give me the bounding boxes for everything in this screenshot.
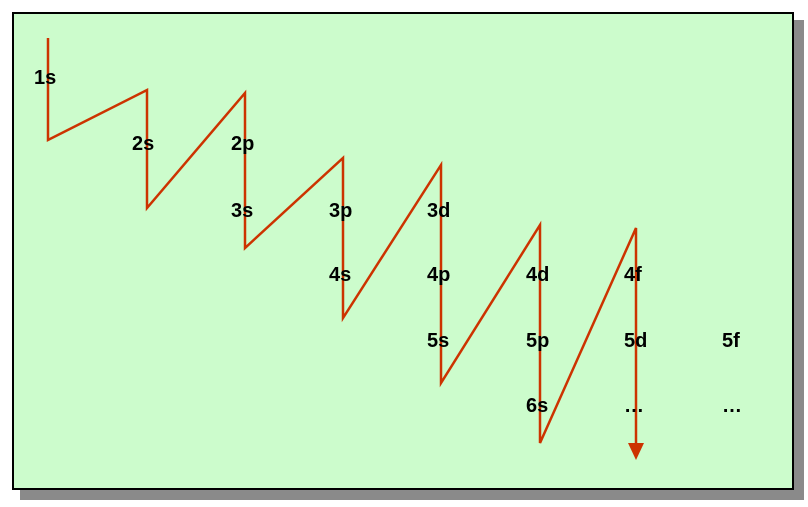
orbital-label-5s: 5s (427, 330, 449, 352)
orbital-label-3p: 3p (329, 200, 352, 222)
orbital-label-3s: 3s (231, 200, 253, 222)
orbital-label-5f: 5f (722, 330, 740, 352)
orbital-label-3d: 3d (427, 200, 450, 222)
orbital-label-4d: 4d (526, 264, 549, 286)
orbital-label-2s: 2s (132, 133, 154, 155)
filling-order-zigzag-line (46, 38, 638, 445)
orbital-label-5p: 5p (526, 330, 549, 352)
orbital-label-ellipsis-2: … (722, 395, 742, 417)
orbital-label-4f: 4f (624, 264, 642, 286)
orbital-label-6s: 6s (526, 395, 548, 417)
orbital-label-5d: 5d (624, 330, 647, 352)
orbital-label-1s: 1s (34, 67, 56, 89)
orbital-label-4s: 4s (329, 264, 351, 286)
orbital-label-ellipsis-1: … (624, 395, 644, 417)
orbital-label-4p: 4p (427, 264, 450, 286)
arrow-down-icon (628, 443, 644, 460)
orbital-label-2p: 2p (231, 133, 254, 155)
